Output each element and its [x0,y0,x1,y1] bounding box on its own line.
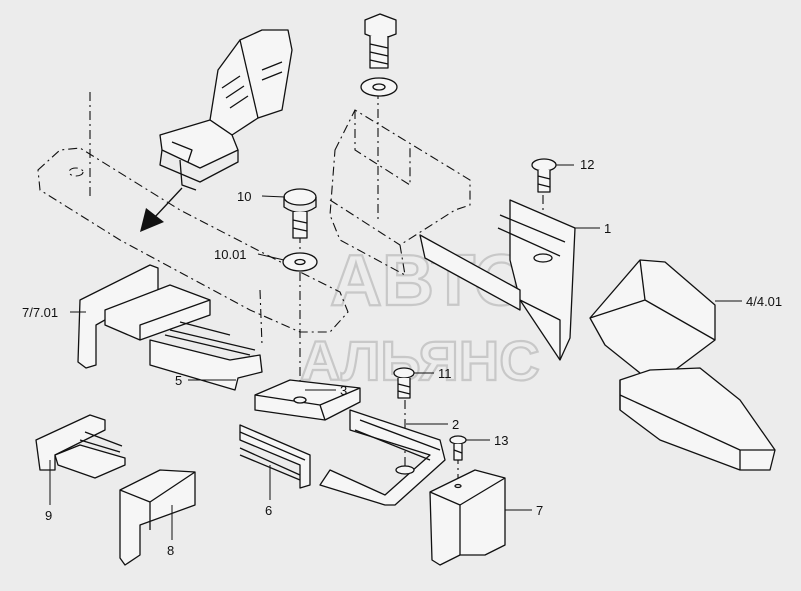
label-part-1001: 10.01 [214,247,247,262]
clip-part-9 [35,414,126,479]
label-part-7: 7 [536,503,543,518]
label-part-5: 5 [175,373,182,388]
label-part-9: 9 [45,508,52,523]
label-part-3: 3 [340,383,347,398]
label-part-2: 2 [452,417,459,432]
end-cap-part-7-701 [77,264,211,369]
label-part-12: 12 [580,157,594,172]
screw-part-13 [449,435,467,461]
label-part-4: 4/4.01 [746,294,782,309]
leader-lines [49,164,742,540]
watermark-line2: АЛЬЯНС [300,329,540,392]
screw-part-11 [393,367,415,399]
label-part-6: 6 [265,503,272,518]
label-part-8: 8 [167,543,174,558]
bolt-top [360,13,398,97]
floor-rail-outline [37,92,349,346]
rail-part-5 [149,321,263,391]
rail-part-6 [239,424,311,489]
screw-part-10 [282,188,318,272]
passenger-seat-icon [159,29,293,191]
label-part-13: 13 [494,433,508,448]
cover-part-4 [589,259,776,471]
label-part-1: 1 [604,221,611,236]
screw-part-12 [531,158,557,193]
label-part-7-701: 7/7.01 [22,305,58,320]
part-labels: 10 10.01 12 1 4/4.01 7/7.01 5 3 11 2 13 … [22,157,782,558]
end-cap-part-7 [429,469,506,566]
label-part-10: 10 [237,189,251,204]
bracket-part-2 [319,409,446,506]
direction-arrow-icon [140,187,183,232]
housing-outline [329,109,471,277]
watermark: АВТО АЛЬЯНС [299,240,541,393]
bracket-part-1 [419,199,576,361]
label-part-11: 11 [438,366,452,381]
end-cap-part-8 [119,469,196,566]
